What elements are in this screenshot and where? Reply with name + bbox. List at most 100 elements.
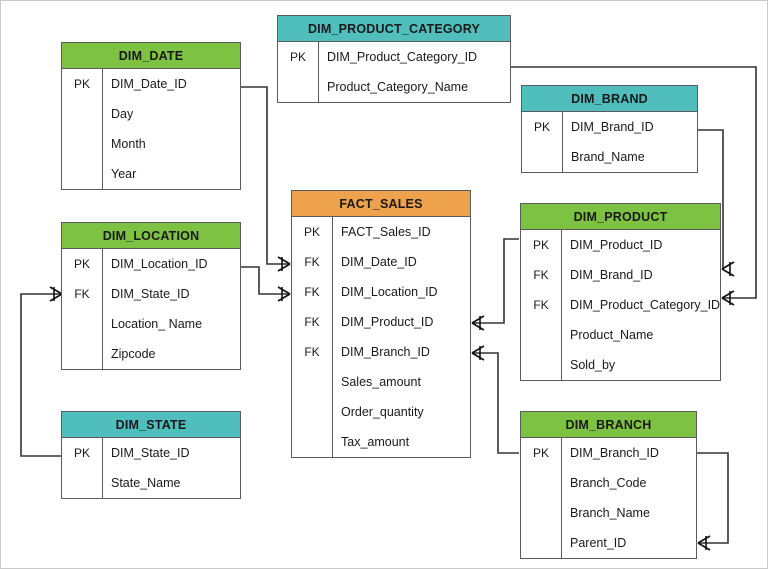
field-row[interactable]: PK DIM_Branch_ID [521, 438, 696, 468]
field-name: DIM_State_ID [111, 287, 190, 301]
field-name: DIM_Branch_ID [341, 345, 430, 359]
field-row[interactable]: Product_Category_Name [278, 72, 510, 102]
field-name: Parent_ID [570, 536, 627, 550]
field-name: FACT_Sales_ID [341, 225, 431, 239]
field-name: Sales_amount [341, 375, 421, 389]
field-row[interactable]: PK DIM_Location_ID [62, 249, 240, 279]
entity-dim_product_category[interactable]: DIM_PRODUCT_CATEGORY PK DIM_Product_Catego… [277, 15, 511, 103]
field-name: Brand_Name [571, 150, 645, 164]
field-name: DIM_Product_Category_ID [570, 298, 720, 312]
field-row[interactable]: Brand_Name [522, 142, 697, 172]
field-row[interactable]: Zipcode [62, 339, 240, 369]
key-column-divider [102, 249, 104, 369]
field-key-badge: PK [532, 238, 549, 252]
field-row[interactable]: FK DIM_Branch_ID [292, 337, 470, 367]
relationship-branch-fact [471, 345, 519, 454]
field-row[interactable]: FK DIM_Location_ID [292, 277, 470, 307]
entity-fields-dim_state: PK DIM_State_ID State_Name [62, 438, 240, 498]
field-name: DIM_Brand_ID [571, 120, 654, 134]
field-name: Day [111, 107, 134, 121]
field-row[interactable]: State_Name [62, 468, 240, 498]
entity-title-dim_brand: DIM_BRAND [522, 86, 697, 112]
field-name: DIM_Brand_ID [570, 268, 653, 282]
field-name: Zipcode [111, 347, 156, 361]
field-row[interactable]: Parent_ID [521, 528, 696, 558]
field-key-badge: FK [304, 285, 320, 299]
entity-fields-fact_sales: PK FACT_Sales_ID FK DIM_Date_ID FK DIM_Locati… [292, 217, 470, 457]
field-key-badge: FK [304, 345, 320, 359]
field-row[interactable]: FK DIM_Date_ID [292, 247, 470, 277]
field-key-badge: PK [533, 120, 550, 134]
field-key-badge: PK [73, 77, 90, 91]
field-key-badge: PK [532, 446, 549, 460]
field-name: Tax_amount [341, 435, 410, 449]
relationship-date-fact [241, 86, 291, 272]
entity-title-dim_product_category: DIM_PRODUCT_CATEGORY [278, 16, 510, 42]
field-key-badge: FK [304, 315, 320, 329]
field-key-badge: FK [304, 255, 320, 269]
field-row[interactable]: Tax_amount [292, 427, 470, 457]
key-column-divider [102, 438, 104, 498]
field-row[interactable]: Product_Name [521, 320, 720, 350]
field-row[interactable]: Month [62, 129, 240, 159]
field-row[interactable]: Location_ Name [62, 309, 240, 339]
field-name: Month [111, 137, 146, 151]
entity-dim_brand[interactable]: DIM_BRAND PK DIM_Brand_ID Brand_Name [521, 85, 698, 173]
field-key-badge: PK [289, 50, 306, 64]
field-row[interactable]: Branch_Code [521, 468, 696, 498]
field-row[interactable]: Day [62, 99, 240, 129]
field-name: DIM_Product_Category_ID [327, 50, 478, 64]
field-key-badge: PK [303, 225, 320, 239]
field-name: Order_quantity [341, 405, 424, 419]
field-name: State_Name [111, 476, 181, 490]
field-row[interactable]: Sold_by [521, 350, 720, 380]
key-column-divider [562, 112, 564, 172]
field-row[interactable]: PK DIM_State_ID [62, 438, 240, 468]
field-name: DIM_Date_ID [341, 255, 417, 269]
relationship-product-fact [471, 238, 519, 331]
field-row[interactable]: Branch_Name [521, 498, 696, 528]
field-row[interactable]: PK FACT_Sales_ID [292, 217, 470, 247]
field-name: DIM_Branch_ID [570, 446, 659, 460]
field-name: Year [111, 167, 137, 181]
field-name: DIM_Location_ID [111, 257, 208, 271]
field-row[interactable]: Year [62, 159, 240, 189]
relationship-location-fact [241, 266, 291, 302]
field-name: DIM_State_ID [111, 446, 190, 460]
field-row[interactable]: PK DIM_Product_Category_ID [278, 42, 510, 72]
field-name: DIM_Location_ID [341, 285, 438, 299]
entity-fields-dim_product_category: PK DIM_Product_Category_ID Product_Categor… [278, 42, 510, 102]
field-row[interactable]: PK DIM_Product_ID [521, 230, 720, 260]
entity-title-dim_location: DIM_LOCATION [62, 223, 240, 249]
field-name: Location_ Name [111, 317, 203, 331]
field-name: Branch_Code [570, 476, 647, 490]
relationship-branch-parent [697, 452, 729, 551]
field-key-badge: PK [73, 446, 90, 460]
field-row[interactable]: Sales_amount [292, 367, 470, 397]
field-row[interactable]: Order_quantity [292, 397, 470, 427]
field-name: DIM_Product_ID [570, 238, 663, 252]
key-column-divider [332, 217, 334, 457]
field-name: Branch_Name [570, 506, 650, 520]
field-name: Sold_by [570, 358, 616, 372]
field-key-badge: PK [73, 257, 90, 271]
entity-fields-dim_brand: PK DIM_Brand_ID Brand_Name [522, 112, 697, 172]
entity-title-fact_sales: FACT_SALES [292, 191, 470, 217]
field-row[interactable]: PK DIM_Brand_ID [522, 112, 697, 142]
key-column-divider [561, 230, 563, 380]
field-name: Product_Name [570, 328, 654, 342]
